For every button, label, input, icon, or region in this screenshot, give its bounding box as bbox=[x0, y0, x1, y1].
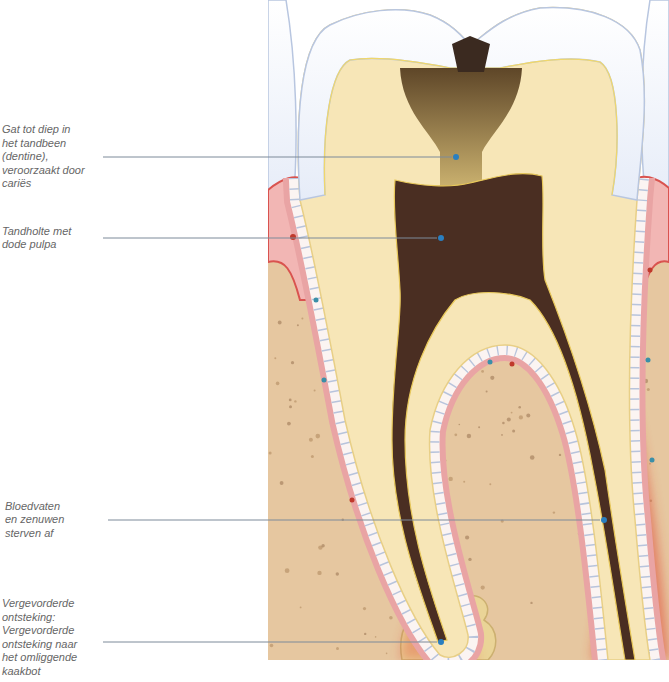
bone-speckle bbox=[501, 434, 503, 436]
bone-speckle bbox=[375, 636, 377, 638]
bone-speckle bbox=[291, 361, 294, 364]
bone-speckle bbox=[297, 324, 299, 326]
bone-speckle bbox=[386, 653, 388, 655]
bone-speckle bbox=[389, 616, 393, 620]
enamel-dentin-junction bbox=[324, 58, 617, 195]
bone-speckle bbox=[559, 454, 561, 456]
bone-speckle bbox=[276, 382, 280, 386]
bone-speckle bbox=[489, 483, 491, 485]
bone-speckle bbox=[518, 406, 521, 409]
ligament-edge bbox=[298, 178, 650, 660]
leader-line bbox=[103, 157, 452, 158]
bone-speckle bbox=[511, 412, 513, 414]
bone-speckle bbox=[530, 602, 532, 604]
leader-dot bbox=[438, 639, 444, 645]
leader-dot bbox=[601, 517, 607, 523]
neighbour-tooth bbox=[641, 0, 669, 205]
callout-label: Bloedvaten en zenuwen sterven af bbox=[5, 500, 73, 541]
neighbour-tooth bbox=[268, 0, 296, 205]
caries-opening bbox=[452, 36, 490, 72]
leader-lines bbox=[103, 154, 607, 645]
bone-speckle bbox=[478, 426, 480, 428]
periodontal-ligament bbox=[298, 178, 650, 660]
bone-speckle bbox=[486, 391, 488, 393]
caries-cavity bbox=[400, 68, 522, 186]
bone-speckle bbox=[316, 434, 321, 439]
bone-speckle bbox=[364, 633, 366, 635]
bone-speckle bbox=[647, 388, 650, 391]
bone-speckle bbox=[300, 607, 302, 609]
bone-speckle bbox=[467, 434, 471, 438]
bone-speckle bbox=[274, 357, 276, 359]
ligament-fibres bbox=[298, 178, 650, 660]
bone-speckle bbox=[269, 452, 272, 455]
vessel-dot bbox=[350, 498, 355, 503]
bone-speckle bbox=[490, 376, 494, 380]
bone-speckle bbox=[336, 572, 339, 575]
bone-speckle bbox=[530, 455, 535, 460]
callout-label: Tandholte met dode pulpa bbox=[2, 225, 86, 252]
bone-speckle bbox=[649, 463, 651, 465]
bone-speckle bbox=[449, 477, 453, 481]
vessel-dot bbox=[488, 360, 493, 365]
bone-speckle bbox=[363, 607, 366, 610]
bone-speckle bbox=[321, 544, 324, 547]
callout-label: Gat tot diep in het tandbeen (dentine), … bbox=[2, 123, 86, 191]
bone-speckle bbox=[512, 430, 515, 433]
bone-speckle bbox=[468, 558, 471, 561]
bone-speckle bbox=[311, 455, 314, 458]
bone-speckle bbox=[289, 399, 292, 402]
jaw-region bbox=[268, 0, 669, 660]
bone-speckle bbox=[314, 390, 316, 392]
bone-speckle bbox=[454, 433, 457, 436]
bone-speckle bbox=[285, 568, 290, 573]
bone-speckle bbox=[526, 413, 530, 417]
leader-line bbox=[103, 642, 437, 643]
dead-pulp bbox=[392, 174, 635, 660]
bone-speckle bbox=[309, 438, 313, 442]
vessel-dot bbox=[646, 358, 651, 363]
bone-speckle bbox=[280, 481, 284, 485]
bone-speckle bbox=[294, 400, 296, 402]
vessel-dot bbox=[510, 362, 515, 367]
enamel bbox=[298, 8, 644, 200]
vessel-dot bbox=[322, 378, 327, 383]
bone-speckle bbox=[502, 422, 505, 425]
bone-speckle bbox=[519, 415, 523, 419]
dentin bbox=[298, 8, 650, 660]
vessel-dot bbox=[314, 298, 319, 303]
callout-label: Vergevorderde ontsteking: Vergevorderde … bbox=[2, 597, 94, 678]
bone-speckle bbox=[465, 535, 469, 539]
bone-speckle bbox=[289, 405, 292, 408]
bone-speckle bbox=[463, 481, 465, 483]
bone-speckle bbox=[336, 647, 339, 650]
vessel-dot bbox=[648, 268, 653, 273]
leader-dot bbox=[438, 235, 444, 241]
bone-speckle bbox=[481, 370, 484, 373]
bone-speckle bbox=[481, 586, 485, 590]
bone-speckle bbox=[507, 418, 511, 422]
bone-speckle bbox=[270, 644, 274, 648]
bone-speckle bbox=[301, 317, 303, 319]
bone-speckle bbox=[553, 511, 555, 513]
bone-speckle bbox=[287, 422, 291, 426]
vessel-dot bbox=[650, 458, 655, 463]
leader-dot bbox=[453, 154, 459, 160]
bone-speckle bbox=[278, 321, 282, 325]
bone-speckle bbox=[317, 571, 321, 575]
leader-line bbox=[103, 238, 437, 239]
leader-line bbox=[108, 520, 600, 521]
vessel-dot bbox=[290, 234, 296, 240]
bone-speckle bbox=[459, 424, 461, 426]
